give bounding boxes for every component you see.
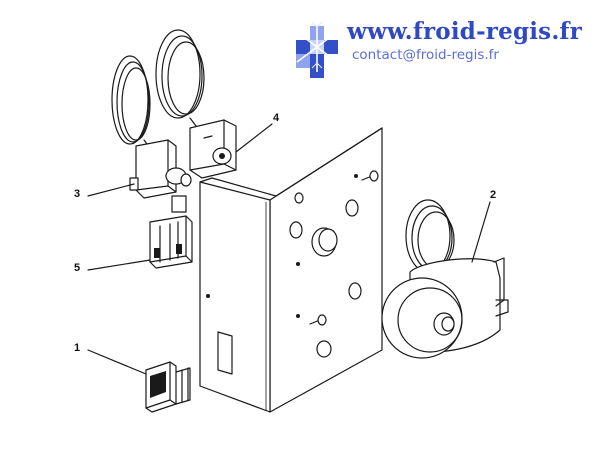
contact-email[interactable]: contact@froid-regis.fr	[352, 47, 499, 63]
callout-5: 5	[74, 262, 81, 274]
screw-lower	[309, 314, 327, 326]
callout-4: 4	[273, 112, 280, 124]
terminal-block-5	[149, 215, 193, 269]
rocker-switch-1	[145, 361, 191, 413]
mounting-plate	[199, 127, 383, 413]
callout-1: 1	[74, 342, 81, 354]
callout-3: 3	[74, 188, 81, 200]
thermostat-4	[155, 29, 237, 179]
callout-2: 2	[490, 189, 497, 201]
screw-upper	[361, 170, 379, 182]
thermostat-3	[111, 55, 192, 213]
site-url[interactable]: www.froid-regis.fr	[347, 18, 582, 45]
leader-lines	[87, 123, 491, 375]
timer-motor-2	[381, 199, 509, 359]
snowflake-logo-icon	[296, 18, 338, 78]
